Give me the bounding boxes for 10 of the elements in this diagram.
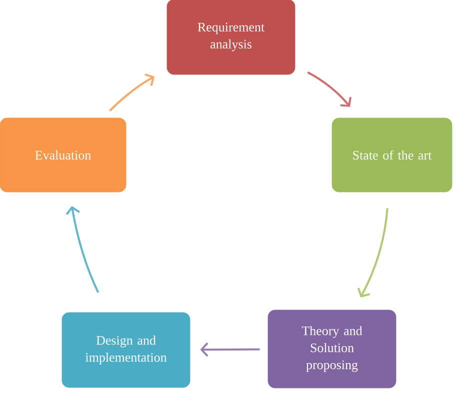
process-box: Theory and Solution proposing	[268, 310, 396, 388]
arrow	[66, 206, 100, 293]
process-box: Design and implementation	[62, 312, 190, 388]
arrow	[109, 73, 155, 112]
process-box: Evaluation	[0, 118, 126, 192]
arrow	[357, 208, 388, 298]
process-box: Requirement analysis	[166, 0, 296, 75]
process-box: State of the art	[332, 118, 452, 192]
arrow	[200, 342, 260, 357]
arrow	[307, 71, 352, 107]
